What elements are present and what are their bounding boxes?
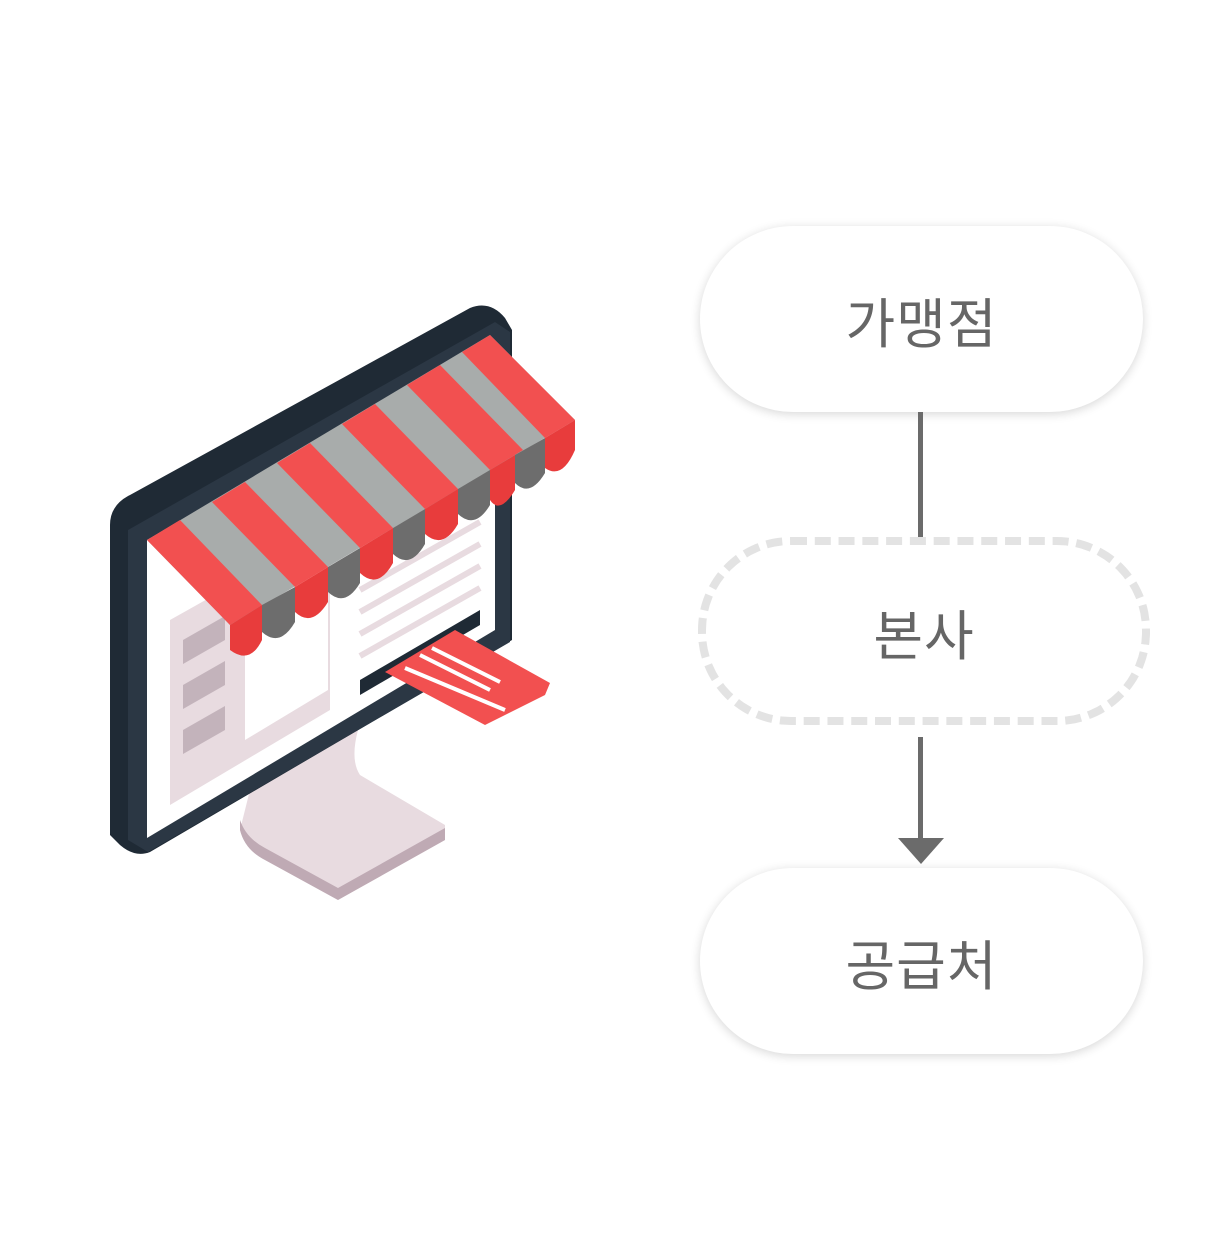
node-supplier-label: 공급처 [845, 934, 998, 998]
node-headquarters: 본사 [698, 537, 1150, 725]
online-store-monitor-icon [110, 305, 575, 900]
node-supplier: 공급처 [700, 868, 1143, 1054]
connector-line [918, 412, 923, 542]
node-franchise-label: 가맹점 [845, 292, 998, 356]
arrow-line [918, 737, 923, 842]
node-headquarters-label: 본사 [873, 604, 975, 668]
arrow-down-icon [898, 838, 944, 864]
node-franchise: 가맹점 [700, 226, 1143, 412]
